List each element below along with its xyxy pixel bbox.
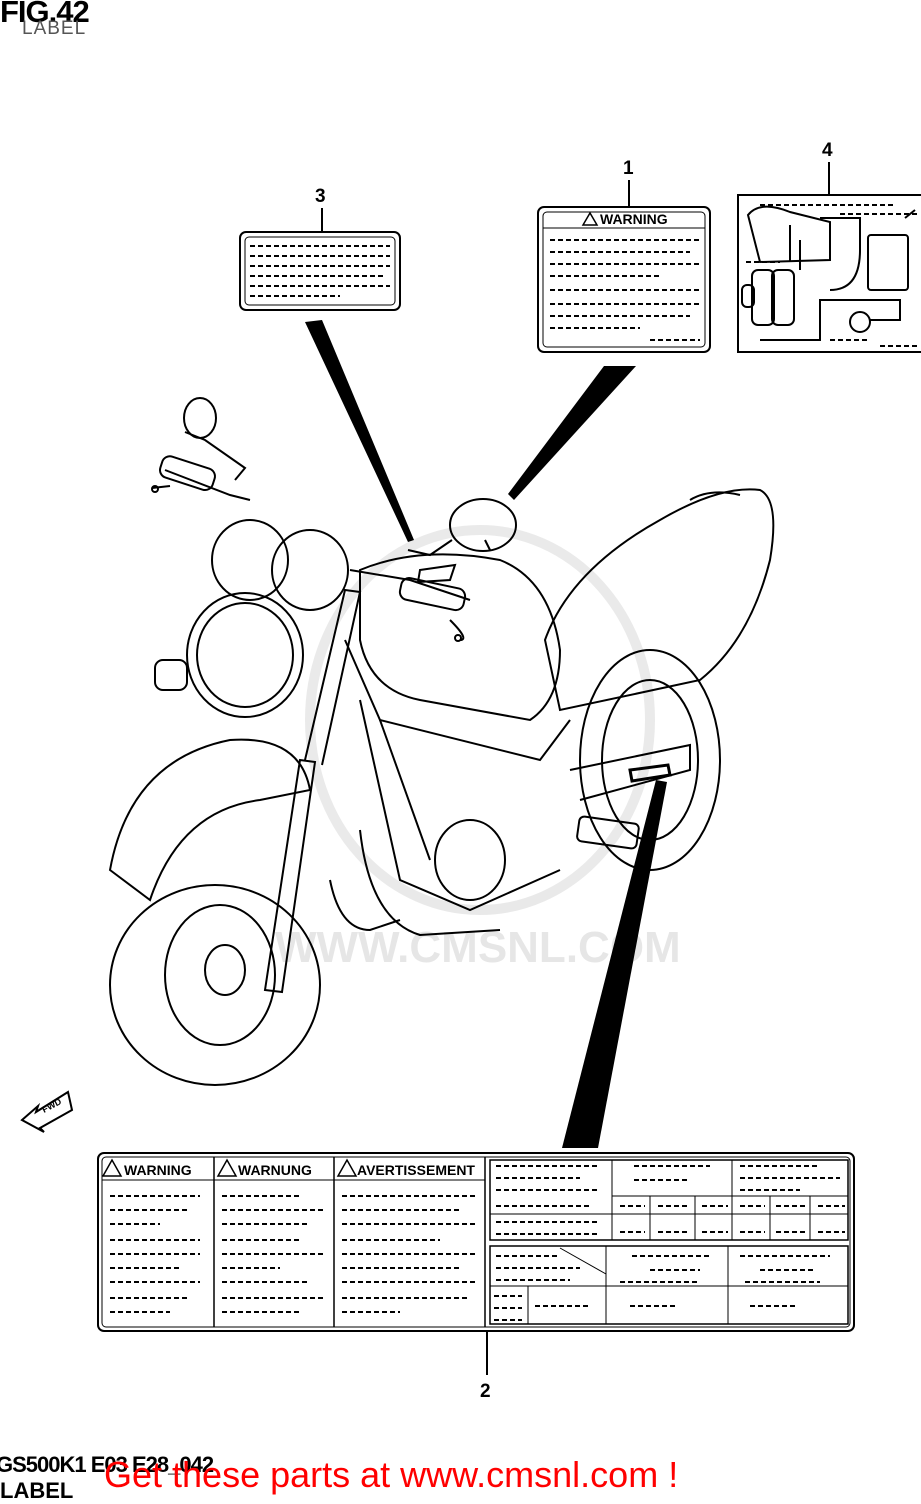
avertissement-label: AVERTISSEMENT [357,1162,475,1178]
motorcycle-illustration [108,397,775,1086]
promo-link[interactable]: Get these parts at www.cmsnl.com ! [104,1454,679,1495]
figure-title: FIG.42 [0,0,90,29]
callout-4[interactable]: 4 [737,140,921,353]
callout-2[interactable]: WARNING WARNUNG AVERTISSEMENT [97,1152,855,1402]
callout-number-2: 2 [480,1381,491,1402]
diagram-code-subtitle: LABEL [0,1478,74,1503]
callout-number-1: 1 [623,158,634,179]
fwd-arrow-icon: FWD [20,1090,74,1133]
callout-1[interactable]: 1 WARNING [508,158,711,500]
warning-label-1: WARNING [600,211,668,227]
figure-subtitle: LABEL [22,18,87,39]
callout-2-leader [562,780,667,1148]
warning-label-2: WARNING [124,1162,192,1178]
callout-number-3: 3 [315,186,326,207]
diagram-code: GS500K1 E03 E28_042 [0,1452,214,1477]
warnung-label: WARNUNG [238,1162,312,1178]
callout-3[interactable]: 3 [239,186,414,542]
callout-number-4: 4 [822,140,833,161]
